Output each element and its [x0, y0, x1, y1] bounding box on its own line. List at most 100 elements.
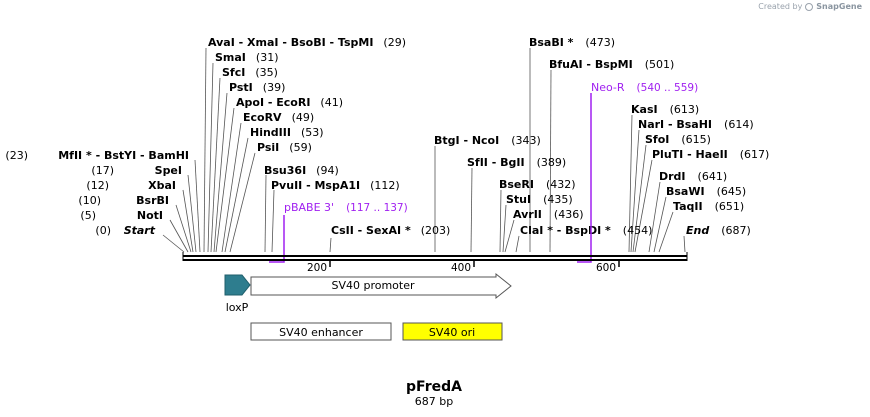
svg-text:Neo-R(540 .. 559): Neo-R(540 .. 559) — [591, 81, 698, 94]
site-label: BsaBI * — [529, 36, 574, 49]
primer-range: (117 .. 137) — [346, 202, 408, 214]
site-label: XbaI — [148, 179, 176, 192]
site-label: BsrBI — [136, 194, 169, 207]
site-label: TaqII — [673, 200, 703, 213]
site-label: StuI — [506, 193, 531, 206]
left-site-positions: (23) (17) (12) (10) (5) (0) — [5, 149, 114, 237]
site-label: SfII - BgII — [467, 156, 525, 169]
site-position: (687) — [721, 224, 751, 237]
site-position: (53) — [301, 126, 324, 139]
svg-text:EcoRV(49): EcoRV(49) — [243, 111, 314, 124]
site-position: (29) — [383, 36, 406, 49]
site-label: MfII * - BstYI - BamHI — [58, 149, 189, 162]
feature-label: SV40 enhancer — [279, 326, 363, 339]
svg-text:StuI(435): StuI(435) — [506, 193, 573, 206]
site-label: SpeI — [155, 164, 182, 177]
site-position: (473) — [585, 36, 615, 49]
svg-text:BseRI(432): BseRI(432) — [499, 178, 576, 191]
svg-text:BtgI - NcoI(343): BtgI - NcoI (343) — [434, 134, 541, 147]
site-label: DrdI — [659, 170, 686, 183]
site-position: (94) — [316, 164, 339, 177]
site-label: PvuII - MspA1I — [271, 179, 360, 192]
primer-label: pBABE 3' — [284, 201, 334, 214]
site-position: (454) — [623, 224, 653, 237]
site-position: (613) — [670, 103, 700, 116]
svg-text:ApoI - EcoRI(41): ApoI - EcoRI (41) — [236, 96, 343, 109]
plasmid-name: pFredA — [406, 379, 462, 395]
svg-text:DrdI(641): DrdI (641) — [659, 170, 727, 183]
site-position: (389) — [537, 156, 567, 169]
site-leader-lines — [162, 47, 686, 253]
svg-text:KasI(613): KasI (613) — [631, 103, 699, 116]
svg-text:PluTI - HaeII(617): PluTI - HaeII (617) — [652, 148, 769, 161]
feature-loxp: loxP — [224, 274, 251, 314]
credit-prefix: Created by — [758, 2, 803, 11]
dna-backbone — [182, 252, 688, 261]
site-position: (641) — [698, 170, 728, 183]
site-label: CsII - SexAI * — [331, 224, 411, 237]
site-position: (59) — [289, 141, 312, 154]
snapgene-logo-icon — [805, 2, 814, 11]
site-label: ClaI * - BspDI * — [520, 224, 611, 237]
site-label: SfcI — [222, 66, 245, 79]
left-site-labels: MfII * - BstYI - BamHI SpeI XbaI BsrBI N… — [58, 149, 189, 237]
svg-text:SfoI(615): SfoI(615) — [645, 133, 711, 146]
primer-neor: Neo-R(540 .. 559) — [577, 81, 698, 263]
svg-text:pBABE 3'(117 .. 137): pBABE 3' (117 .. 137) — [284, 201, 408, 214]
svg-text:TaqII(651): TaqII (651) — [673, 200, 744, 213]
credit-brand: SnapGene — [816, 2, 862, 11]
site-position: (617) — [740, 148, 770, 161]
svg-text:NarI - BsaHI(614): NarI - BsaHI (614) — [638, 118, 754, 131]
site-labels: AvaI - XmaI - BsoBI - TspMI (29) SmaI (31)… — [208, 36, 769, 237]
site-label: PstI — [229, 81, 253, 94]
primer-pbabe3: pBABE 3' (117 .. 137) — [269, 201, 408, 263]
site-position: (112) — [370, 179, 400, 192]
svg-text:SfII - BgII(389): SfII - BgII (389) — [467, 156, 566, 169]
site-label: NarI - BsaHI — [638, 118, 712, 131]
site-label: EcoRV — [243, 111, 282, 124]
site-label: NotI — [137, 209, 163, 222]
feature-sv40-enhancer: SV40 enhancer — [250, 322, 392, 341]
tick-label: 600 — [596, 262, 616, 274]
site-position: (645) — [717, 185, 747, 198]
site-label: PluTI - HaeII — [652, 148, 728, 161]
tick-label: 400 — [451, 262, 471, 274]
svg-text:PvuII - MspA1I(112): PvuII - MspA1I (112) — [271, 179, 400, 192]
feature-label: SV40 promoter — [331, 279, 415, 292]
tick-label: 200 — [307, 262, 327, 274]
svg-text:PsiI(59): PsiI(59) — [257, 141, 312, 154]
site-position: (35) — [255, 66, 278, 79]
site-position: (614) — [724, 118, 754, 131]
svg-text:Bsu36I(94): Bsu36I(94) — [264, 164, 339, 177]
site-position: (41) — [320, 96, 343, 109]
site-position: (31) — [256, 51, 279, 64]
svg-text:BsaWI(645): BsaWI(645) — [666, 185, 746, 198]
svg-text:SmaI(31): SmaI (31) — [215, 51, 279, 64]
svg-text:BfuAI - BspMI(501): BfuAI - BspMI(501) — [549, 58, 674, 71]
feature-label: loxP — [226, 301, 249, 314]
site-label: ApoI - EcoRI — [236, 96, 310, 109]
site-position: (615) — [681, 133, 711, 146]
site-label: BtgI - NcoI — [434, 134, 499, 147]
site-position: (436) — [554, 208, 584, 221]
site-position: (39) — [263, 81, 286, 94]
feature-label: SV40 ori — [429, 326, 475, 339]
plasmid-length: 687 bp — [415, 395, 453, 408]
site-label: HindIII — [250, 126, 291, 139]
site-position: (501) — [645, 58, 675, 71]
svg-text:CsII - SexAI *(203): CsII - SexAI *(203) — [331, 224, 450, 237]
site-position: (651) — [715, 200, 745, 213]
svg-text:AvrII(436): AvrII (436) — [513, 208, 584, 221]
svg-text:AvaI - XmaI - BsoBI - Ts: AvaI - XmaI - BsoBI - TspMI (29) — [208, 36, 406, 49]
site-label: AvaI - XmaI - BsoBI - TspMI — [208, 36, 373, 49]
svg-text:SfcI(35): SfcI (35) — [222, 66, 278, 79]
site-label: SmaI — [215, 51, 246, 64]
site-position: (343) — [511, 134, 541, 147]
site-label: KasI — [631, 103, 658, 116]
svg-text:HindIII(53): HindIII (53) — [250, 126, 324, 139]
site-position: (17) — [91, 164, 114, 177]
svg-text:PstI(39): PstI (39) — [229, 81, 285, 94]
site-label: AvrII — [513, 208, 542, 221]
primer-label: Neo-R — [591, 81, 625, 94]
